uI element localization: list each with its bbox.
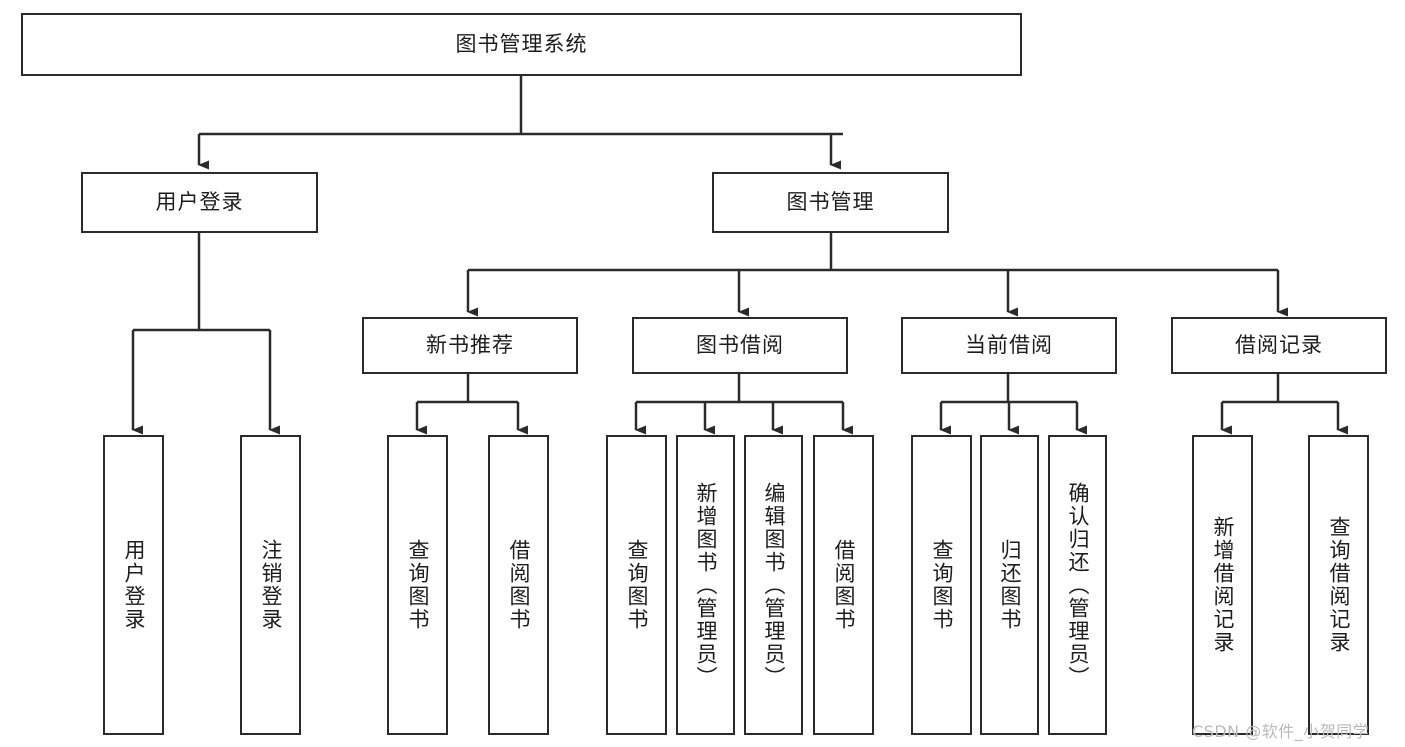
node-user-login-label: 用户登录	[155, 189, 244, 214]
leaf-query-book-newbook-label: 查询图书	[405, 539, 430, 631]
node-new-book-recommend[interactable]: 新书推荐	[362, 317, 578, 374]
node-root[interactable]: 图书管理系统	[21, 13, 1022, 76]
leaf-add-book-admin[interactable]: 新增图书（管理员）	[676, 435, 735, 735]
leaf-return-book[interactable]: 归还图书	[980, 435, 1039, 735]
leaf-borrow-book-newbook[interactable]: 借阅图书	[488, 435, 549, 735]
leaf-logout[interactable]: 注销登录	[240, 435, 301, 735]
leaf-return-book-label: 归还图书	[997, 539, 1022, 631]
csdn-watermark: CSDN @软件_小贺同学	[1192, 722, 1370, 741]
leaf-user-login-label: 用户登录	[121, 539, 146, 631]
node-book-management[interactable]: 图书管理	[712, 172, 949, 233]
node-current-borrow-label: 当前借阅	[965, 332, 1053, 357]
node-book-management-label: 图书管理	[786, 189, 875, 214]
leaf-confirm-return-admin-label: 确认归还（管理员）	[1065, 481, 1090, 689]
leaf-edit-book-admin-label: 编辑图书（管理员）	[761, 481, 786, 689]
leaf-query-book-borrow-label: 查询图书	[624, 539, 649, 631]
node-user-login[interactable]: 用户登录	[81, 172, 318, 233]
leaf-query-book-current[interactable]: 查询图书	[911, 435, 972, 735]
node-book-borrow[interactable]: 图书借阅	[632, 317, 848, 374]
node-new-book-recommend-label: 新书推荐	[426, 332, 514, 357]
node-borrow-records-label: 借阅记录	[1235, 332, 1323, 357]
leaf-query-book-newbook[interactable]: 查询图书	[387, 435, 448, 735]
leaf-query-borrow-record[interactable]: 查询借阅记录	[1308, 435, 1369, 735]
node-book-borrow-label: 图书借阅	[696, 332, 784, 357]
leaf-edit-book-admin[interactable]: 编辑图书（管理员）	[744, 435, 803, 735]
leaf-borrow-book-newbook-label: 借阅图书	[506, 539, 531, 631]
leaf-user-login[interactable]: 用户登录	[103, 435, 164, 735]
leaf-query-book-current-label: 查询图书	[929, 539, 954, 631]
leaf-add-borrow-record-label: 新增借阅记录	[1210, 516, 1235, 654]
node-root-label: 图书管理系统	[455, 31, 588, 56]
leaf-confirm-return-admin[interactable]: 确认归还（管理员）	[1048, 435, 1107, 735]
leaf-borrow-book-borrow-label: 借阅图书	[831, 539, 856, 631]
leaf-query-book-borrow[interactable]: 查询图书	[606, 435, 667, 735]
leaf-logout-label: 注销登录	[258, 539, 283, 631]
leaf-query-borrow-record-label: 查询借阅记录	[1326, 516, 1351, 654]
leaf-borrow-book-borrow[interactable]: 借阅图书	[813, 435, 874, 735]
node-borrow-records[interactable]: 借阅记录	[1171, 317, 1387, 374]
leaf-add-borrow-record[interactable]: 新增借阅记录	[1192, 435, 1253, 735]
leaf-add-book-admin-label: 新增图书（管理员）	[693, 481, 718, 689]
node-current-borrow[interactable]: 当前借阅	[901, 317, 1117, 374]
